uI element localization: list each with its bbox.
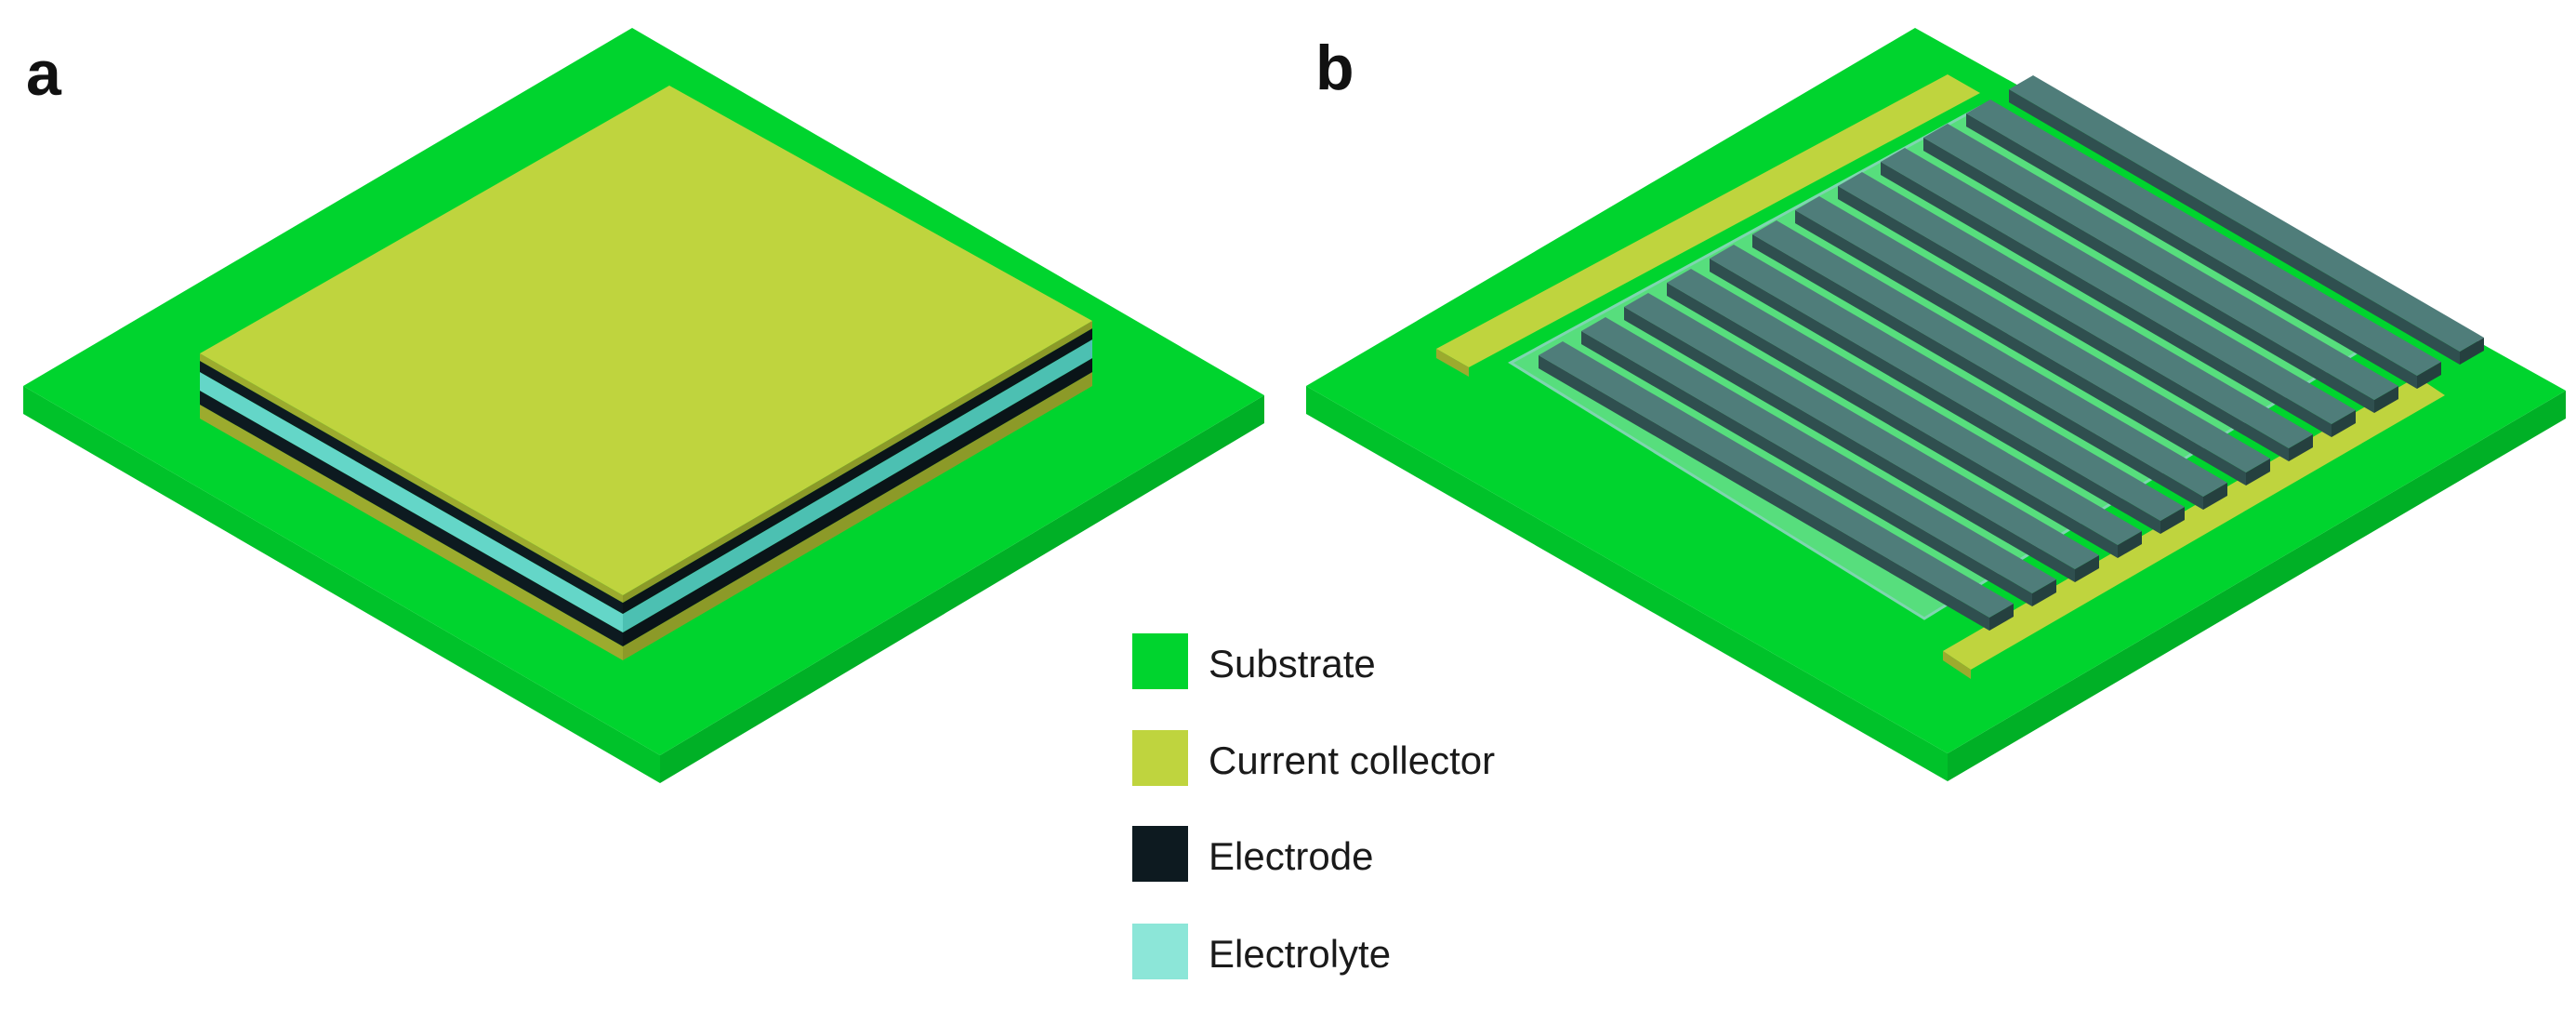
electrode-finger-end (2460, 338, 2484, 365)
electrode-finger-side (2009, 89, 2460, 365)
substrate-a-right-side (660, 395, 1264, 783)
substrate-b-right-side (1948, 391, 2566, 781)
substrate-b-left-side (1306, 386, 1948, 781)
stack-a-right-collector-bottom (623, 372, 1092, 660)
electrode-finger-top (1581, 317, 2056, 593)
legend-item-substrate: Substrate (1132, 633, 1376, 689)
substrate-a-left-side (23, 386, 660, 783)
legend-swatch-electrode (1132, 826, 1188, 882)
legend-swatch-substrate (1132, 633, 1188, 689)
electrode-finger-end (2160, 507, 2185, 534)
legend-swatch-current-collector (1132, 730, 1188, 786)
legend-item-electrolyte: Electrolyte (1132, 924, 1391, 979)
stack-a-electrode-top (200, 361, 623, 614)
electrode-finger-side (1881, 162, 2332, 437)
electrode-finger-end (1989, 604, 2014, 631)
collector-bus-bar-upper-side (1436, 349, 1469, 377)
panel-b: b (1306, 28, 2566, 781)
legend: Substrate Current collector Electrode El… (1132, 633, 1495, 979)
stack-a-electrode-bottom (200, 391, 623, 646)
collector-bus-bar-lower (1943, 377, 2445, 670)
electrode-finger-side (1581, 331, 2032, 606)
legend-label-substrate: Substrate (1209, 642, 1376, 685)
electrode-finger-end (2203, 483, 2227, 510)
electrode-finger-side (1838, 186, 2289, 461)
panel-label-b: b (1315, 33, 1354, 103)
electrode-finger-top (1795, 196, 2270, 472)
electrode-finger-top (1539, 341, 2014, 618)
stack-a-collector-top (200, 86, 1092, 595)
stack-a-right-electrode-bottom (623, 358, 1092, 646)
electrode-finger-end (2032, 579, 2056, 606)
electrode-finger-side (1539, 355, 1989, 631)
electrode-fingers (1539, 75, 2484, 631)
electrode-finger-side (1795, 210, 2246, 486)
panel-a: a (23, 28, 1264, 783)
electrode-finger-side (1752, 234, 2203, 510)
stack-a-collector-bottom (200, 405, 623, 660)
electrode-finger-end (2246, 459, 2270, 486)
electrode-finger-top (1923, 124, 2398, 400)
electrode-finger-end (2332, 410, 2356, 437)
electrode-finger-top (1838, 172, 2313, 448)
legend-item-electrode: Electrode (1132, 826, 1373, 882)
stack-a-right-collector-side (623, 321, 1092, 603)
electrode-finger-top (2009, 75, 2484, 352)
electrode-finger-side (1966, 113, 2417, 389)
electrode-finger-side (1667, 283, 2118, 558)
electrode-finger-side (1710, 259, 2160, 534)
legend-item-current-collector: Current collector (1132, 730, 1495, 786)
legend-swatch-electrolyte (1132, 924, 1188, 979)
electrode-finger-top (1624, 293, 2099, 569)
electrode-finger-top (1667, 269, 2142, 545)
electrode-finger-top (1966, 100, 2441, 376)
electrode-finger-end (2417, 362, 2441, 389)
collector-bus-bar-lower-side (1943, 651, 1971, 679)
stack-a-right-electrode-top (623, 328, 1092, 614)
electrode-finger-side (1624, 307, 2075, 582)
panel-label-a: a (26, 38, 62, 109)
electrode-finger-top (1710, 245, 2185, 521)
stack-a (200, 86, 1092, 660)
electrode-finger-top (1881, 148, 2356, 424)
electrode-finger-end (2075, 555, 2099, 582)
stack-a-electrolyte (200, 372, 623, 632)
legend-label-electrolyte: Electrolyte (1209, 932, 1391, 976)
stack-a-right-electrolyte (623, 339, 1092, 632)
legend-label-electrode: Electrode (1209, 834, 1373, 878)
electrode-finger-end (2118, 531, 2142, 558)
collector-bus-bar-upper (1436, 74, 1980, 367)
electrode-finger-end (2289, 434, 2313, 461)
electrode-finger-side (1923, 138, 2374, 413)
electrode-finger-top (1752, 220, 2227, 497)
stack-a-collector-top-side (200, 353, 623, 603)
electrode-finger-end (2374, 386, 2398, 413)
legend-label-current-collector: Current collector (1209, 738, 1495, 782)
